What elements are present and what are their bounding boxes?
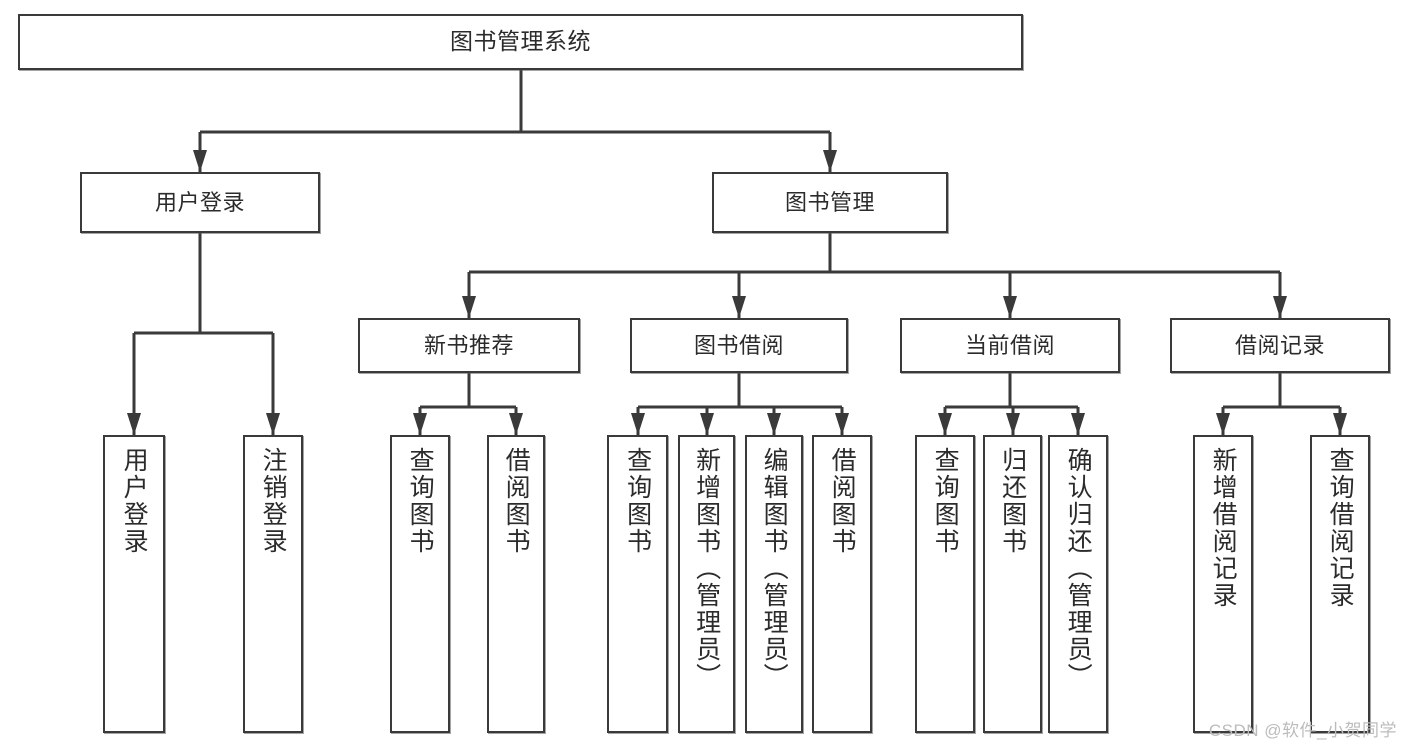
node-leaf-query-book-a[interactable]: 查询图书: [390, 435, 450, 733]
node-label: 图书借阅: [693, 332, 784, 358]
connector-arrowhead: [1003, 296, 1017, 318]
connector-arrowhead: [462, 296, 476, 318]
node-leaf-edit-book[interactable]: 编辑图书（管理员）: [745, 435, 803, 733]
connector-arrowhead: [732, 296, 746, 318]
connector-arrowhead: [413, 413, 427, 435]
connector-arrowhead: [767, 413, 781, 435]
node-book-manage[interactable]: 图书管理: [712, 172, 948, 233]
node-user-login[interactable]: 用户登录: [80, 172, 320, 233]
node-label: 新增借阅记录: [1209, 447, 1238, 609]
node-book-borrow[interactable]: 图书借阅: [630, 318, 848, 373]
node-label: 借阅图书: [502, 447, 531, 555]
connector-arrowhead: [1273, 296, 1287, 318]
node-leaf-logout[interactable]: 注销登录: [243, 435, 303, 733]
node-leaf-return-book[interactable]: 归还图书: [983, 435, 1042, 733]
node-leaf-query-book-b[interactable]: 查询图书: [607, 435, 668, 733]
connector-arrowhead: [938, 413, 952, 435]
connector-arrowhead: [700, 413, 714, 435]
node-leaf-add-book[interactable]: 新增图书（管理员）: [678, 435, 735, 733]
node-new-book-rec[interactable]: 新书推荐: [358, 318, 580, 373]
node-leaf-borrow-book-a[interactable]: 借阅图书: [487, 435, 545, 733]
node-root[interactable]: 图书管理系统: [18, 14, 1023, 70]
node-label: 图书管理系统: [450, 28, 591, 55]
node-leaf-query-record[interactable]: 查询借阅记录: [1310, 435, 1370, 733]
connector-arrowhead: [266, 413, 280, 435]
node-leaf-user-login[interactable]: 用户登录: [103, 435, 165, 733]
connector-arrowhead: [823, 150, 837, 172]
node-borrow-record[interactable]: 借阅记录: [1170, 318, 1390, 373]
node-label: 查询图书: [931, 447, 960, 555]
node-label: 用户登录: [120, 447, 149, 555]
node-label: 图书管理: [784, 189, 875, 215]
watermark-label: CSDN @软件_小贺同学: [1208, 721, 1397, 740]
node-label: 编辑图书（管理员）: [760, 447, 789, 690]
node-label: 查询图书: [623, 447, 652, 555]
node-label: 新书推荐: [423, 332, 514, 358]
connector-arrowhead: [1006, 413, 1020, 435]
connector-arrowhead: [835, 413, 849, 435]
node-label: 用户登录: [154, 189, 245, 215]
node-leaf-confirm-return[interactable]: 确认归还（管理员）: [1048, 435, 1108, 733]
connector-arrowhead: [631, 413, 645, 435]
node-current-borrow[interactable]: 当前借阅: [900, 318, 1120, 373]
node-label: 查询图书: [406, 447, 435, 555]
connector-arrowhead: [509, 413, 523, 435]
node-label: 借阅记录: [1234, 332, 1325, 358]
node-label: 借阅图书: [828, 447, 857, 555]
node-label: 查询借阅记录: [1326, 447, 1355, 609]
node-leaf-query-book-c[interactable]: 查询图书: [915, 435, 975, 733]
connector-arrowhead: [1216, 413, 1230, 435]
node-leaf-add-record[interactable]: 新增借阅记录: [1193, 435, 1253, 733]
connector-arrowhead: [127, 413, 141, 435]
node-label: 新增图书（管理员）: [692, 447, 721, 690]
connector-arrowhead: [1071, 413, 1085, 435]
node-leaf-borrow-book-b[interactable]: 借阅图书: [812, 435, 872, 733]
node-label: 确认归还（管理员）: [1064, 447, 1093, 690]
node-label: 当前借阅: [964, 332, 1055, 358]
connector-arrowhead: [193, 150, 207, 172]
node-label: 归还图书: [998, 447, 1027, 555]
connector-arrowhead: [1333, 413, 1347, 435]
node-label: 注销登录: [259, 447, 288, 555]
